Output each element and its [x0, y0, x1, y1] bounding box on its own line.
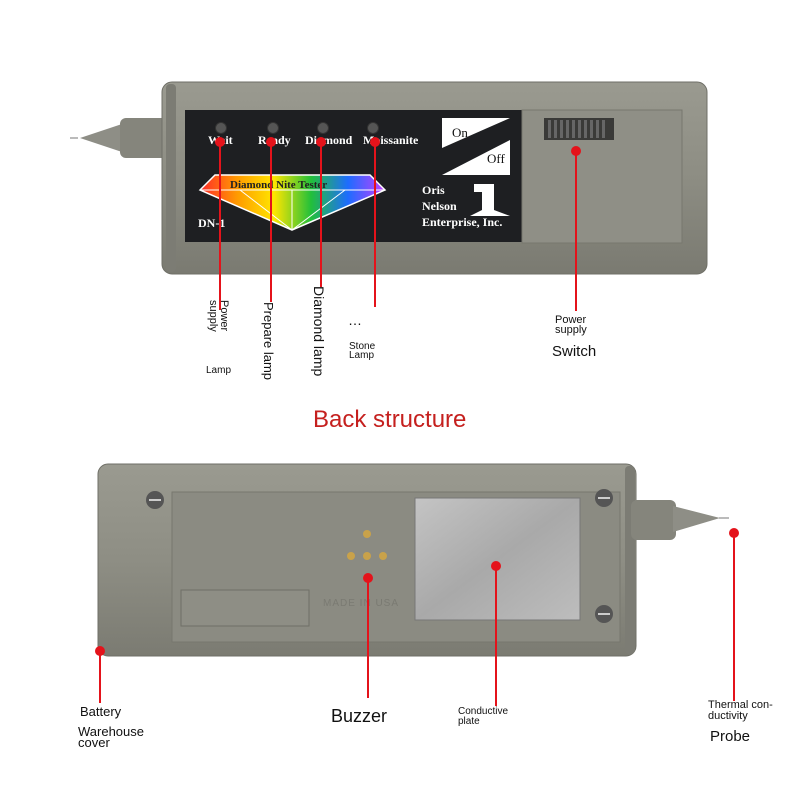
- label-stone-ellipsis: …: [348, 312, 362, 328]
- callout-line-prepare-lamp: [270, 142, 272, 302]
- label-battery: Battery: [80, 704, 122, 719]
- top-device-body: [70, 81, 708, 275]
- callout-dot-buzzer: [363, 573, 373, 583]
- label-thermal: Thermal con-: [708, 699, 773, 711]
- badge-title: Diamond Nite Tester: [230, 179, 328, 191]
- made-in-stamp: MADE IN USA: [323, 598, 400, 609]
- section-title: Back structure: [313, 406, 467, 433]
- led-moissanite-icon: [367, 122, 379, 134]
- switch-off-label: Off: [487, 151, 505, 166]
- label-power-lamp-lamp: Lamp: [206, 365, 232, 376]
- label-power-lamp-power: Power: [218, 300, 230, 332]
- callout-line-battery: [99, 651, 101, 703]
- callout-line-probe: [733, 533, 735, 701]
- label-buzzer: Buzzer: [331, 706, 388, 726]
- callout-line-power-lamp: [219, 142, 221, 310]
- label-prepare-lamp: Prepare lamp: [261, 302, 276, 381]
- label-warehouse: Warehouse: [78, 724, 144, 739]
- bottom-device-body: [97, 463, 729, 657]
- callout-line-plate: [495, 566, 497, 706]
- maker-name-2: Nelson: [422, 199, 457, 213]
- label-switch-power: Power: [555, 314, 587, 326]
- label-diamond-lamp: Diamond lamp: [311, 286, 327, 377]
- callout-line-stone-lamp: [374, 142, 376, 307]
- bottom-device: MADE IN USA: [95, 462, 745, 662]
- maker-name-1: Oris: [422, 183, 445, 197]
- label-conductive: Conductive: [458, 706, 509, 717]
- label-cover: cover: [78, 735, 110, 750]
- label-stone-stone: Stone: [349, 341, 376, 352]
- callout-line-diamond-lamp: [320, 142, 322, 287]
- led-diamond-icon: [317, 122, 329, 134]
- top-device: Wait Ready Diamond Moissanite Diamond Ni…: [70, 80, 710, 280]
- maker-logo-icon: [470, 184, 510, 216]
- led-wait-icon: [215, 122, 227, 134]
- callout-dot-switch: [571, 146, 581, 156]
- maker-name-3: Enterprise, Inc.: [422, 215, 503, 229]
- label-conductivity: ductivity: [708, 710, 748, 722]
- callout-dot-stone-lamp: [370, 137, 380, 147]
- label-stone-lamp: Lamp: [349, 350, 375, 361]
- led-ready-icon: [267, 122, 279, 134]
- callout-line-buzzer: [367, 578, 369, 698]
- label-power-lamp-supply: supply: [207, 300, 219, 332]
- callout-dot-plate: [491, 561, 501, 571]
- label-plate: plate: [458, 716, 480, 727]
- callout-dot-power-lamp: [215, 137, 225, 147]
- led-label-diamond: Diamond: [305, 133, 353, 147]
- label-switch: Switch: [552, 343, 597, 360]
- callout-dot-battery: [95, 646, 105, 656]
- callout-line-switch: [575, 151, 577, 311]
- switch-on-label: On: [452, 125, 468, 140]
- label-probe: Probe: [710, 728, 751, 745]
- callout-dot-probe: [729, 528, 739, 538]
- callout-dot-diamond-lamp: [316, 137, 326, 147]
- callout-dot-prepare-lamp: [266, 137, 276, 147]
- label-switch-supply: supply: [555, 324, 587, 336]
- model-number: DN-1: [198, 216, 226, 230]
